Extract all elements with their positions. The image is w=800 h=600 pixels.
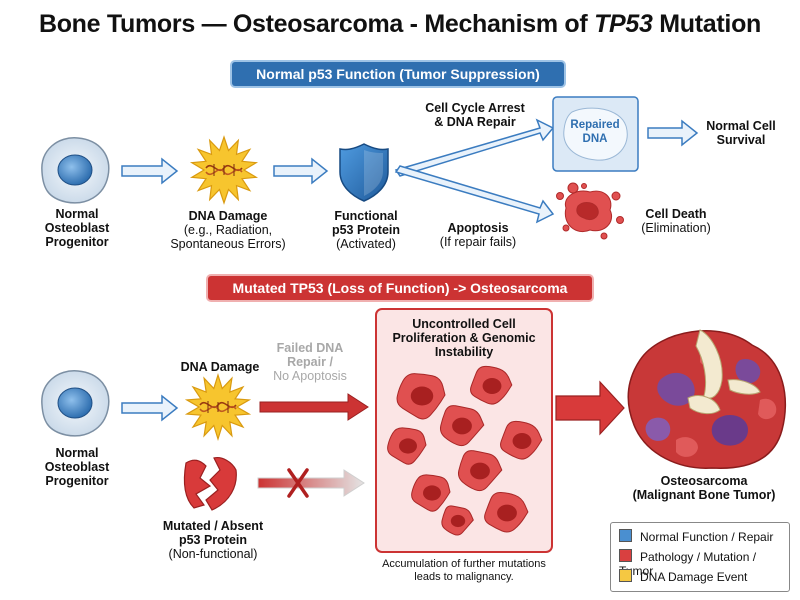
- p53-shield-icon: [339, 143, 389, 202]
- cell-death-label: Cell Death(Elimination): [641, 207, 711, 235]
- tumor-cell-nucleus-icon: [497, 504, 517, 522]
- red-arrow-icon: [259, 393, 369, 421]
- tumor-cell-nucleus-icon: [399, 438, 417, 454]
- legend: Normal Function / Repair Pathology / Mut…: [610, 522, 790, 592]
- dna-damage-burst-icon: [184, 372, 252, 442]
- arrow-icon: [121, 157, 179, 185]
- mutated-banner: Mutated TP53 (Loss of Function) -> Osteo…: [208, 276, 592, 300]
- blocked-arrow-icon: [257, 469, 365, 497]
- tumor-cell-nucleus-icon: [482, 378, 502, 394]
- apoptosis-label: Apoptosis(If repair fails): [439, 221, 517, 249]
- normal-function-banner: Normal p53 Function (Tumor Suppression): [232, 62, 564, 86]
- proliferating-cell-icon: [387, 365, 543, 536]
- legend-item-normal: Normal Function / Repair: [619, 529, 773, 544]
- arrow-to-repair-icon: [394, 118, 555, 177]
- legend-swatch: [619, 549, 632, 562]
- arrow-icon: [273, 157, 329, 185]
- tumor-cell-nucleus-icon: [470, 462, 490, 480]
- tumor-cell-nucleus-icon: [452, 417, 472, 435]
- legend-item-pathology: Pathology / Mutation / Tumor: [619, 549, 757, 578]
- dna-damage-label: DNA Damage(e.g., Radiation,Spontaneous E…: [170, 209, 286, 251]
- normal-progenitor-cell-icon: [41, 137, 110, 204]
- tumor-cell-nucleus-icon: [410, 386, 434, 406]
- osteosarcoma-label: Osteosarcoma(Malignant Bone Tumor): [632, 474, 776, 502]
- mutated-dna-damage-label: DNA Damage: [180, 360, 260, 374]
- legend-swatch: [619, 529, 632, 542]
- mutated-progenitor-cell-icon: [41, 370, 110, 437]
- arrow-to-apoptosis-icon: [394, 165, 555, 224]
- arrow-icon: [121, 394, 179, 422]
- big-red-arrow-icon: [555, 380, 625, 436]
- tumor-cell-nucleus-icon: [512, 433, 532, 449]
- blocked-x-icon: [287, 468, 309, 498]
- legend-swatch: [619, 569, 632, 582]
- arrow-icon: [647, 119, 699, 147]
- legend-item-dna-damage: DNA Damage Event: [619, 569, 747, 584]
- page-title: Bone Tumors — Osteosarcoma - Mechanism o…: [38, 10, 762, 38]
- osteosarcoma-tumor-icon: [627, 329, 787, 469]
- tumor-cell-nucleus-icon: [423, 485, 441, 501]
- broken-p53-icon: [183, 457, 237, 511]
- tumor-cell-nucleus-icon: [450, 514, 466, 528]
- repaired-dna-icon: [552, 96, 639, 172]
- cell-death-icon: [556, 182, 624, 240]
- cell-cycle-arrest-label: Cell Cycle Arrest& DNA Repair: [425, 101, 525, 129]
- dna-damage-burst-icon: [189, 135, 259, 205]
